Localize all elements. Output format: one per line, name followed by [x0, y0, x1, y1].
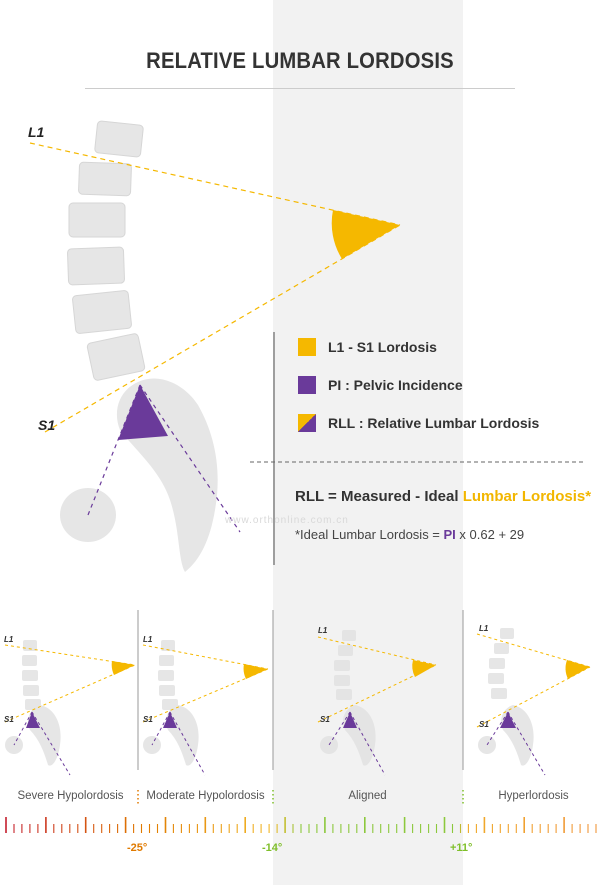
pelvic-incidence-wedge	[118, 385, 168, 440]
mini-l1-label-1: L1	[4, 635, 14, 644]
legend-label: PI : Pelvic Incidence	[328, 377, 463, 393]
mini-s1-label-1: S1	[4, 715, 14, 724]
s1-label: S1	[38, 417, 55, 433]
page-title: RELATIVE LUMBAR LORDOSIS	[146, 48, 454, 73]
category-hyperlordosis: Hyperlordosis	[498, 790, 569, 802]
legend-item-rll: RLL : Relative Lumbar Lordosis	[298, 414, 539, 432]
femoral-head	[60, 488, 116, 542]
title-divider	[85, 88, 515, 89]
vertebra-l4	[67, 246, 125, 286]
mini-l1-label-2: L1	[143, 635, 153, 644]
vertebra-s1	[86, 333, 146, 381]
category-severe-hypolordosis: Severe Hypolordosis	[17, 790, 124, 802]
vertebrae	[67, 120, 146, 381]
legend-label: L1 - S1 Lordosis	[328, 339, 437, 355]
lordosis-scale-ruler	[5, 817, 597, 833]
lordosis-angle-wedge	[331, 210, 400, 259]
vertebra-l1	[94, 120, 144, 158]
mini-l1-label-4: L1	[479, 624, 489, 633]
legend-item-pelvic-incidence: PI : Pelvic Incidence	[298, 376, 463, 394]
threshold-minus-25: -25°	[127, 842, 148, 854]
ideal-suffix: x 0.62 + 29	[455, 527, 525, 542]
category-moderate-hypolordosis: Moderate Hypolordosis	[146, 790, 265, 802]
mini-l1-label-3: L1	[318, 626, 328, 635]
formula-prefix: RLL = Measured - Ideal	[295, 488, 463, 505]
rll-formula: RLL = Measured - Ideal Lumbar Lordosis*	[295, 488, 591, 505]
mini-s1-label-2: S1	[143, 715, 153, 724]
mini-s1-label-4: S1	[479, 720, 489, 729]
legend-item-lordosis: L1 - S1 Lordosis	[298, 338, 437, 356]
s1-endplate-line	[44, 224, 401, 433]
pi-perpendicular-line	[139, 384, 241, 533]
split-swatch	[298, 414, 316, 432]
mini-diagram-moderate	[142, 640, 269, 776]
orange-swatch	[298, 338, 316, 356]
threshold-plus-11: +11°	[450, 842, 473, 854]
vertebra-l3	[68, 202, 126, 238]
purple-swatch	[298, 376, 316, 394]
ideal-pi: PI	[443, 527, 456, 542]
legend-label: RLL : Relative Lumbar Lordosis	[328, 415, 540, 431]
vertebra-l2	[78, 161, 132, 197]
mini-diagram-aligned	[317, 630, 437, 776]
mini-diagram-hyper	[476, 628, 591, 776]
threshold-minus-14: -14°	[262, 842, 283, 854]
watermark: www.orthonline.com.cn	[225, 515, 349, 526]
l1-label: L1	[28, 124, 45, 140]
vertebra-l5	[72, 290, 132, 334]
mini-diagram-severe	[4, 640, 136, 776]
category-aligned: Aligned	[348, 790, 387, 802]
ideal-lordosis-formula: *Ideal Lumbar Lordosis = PI x 0.62 + 29	[295, 527, 524, 542]
mini-s1-label-3: S1	[320, 715, 330, 724]
ideal-prefix: *Ideal Lumbar Lordosis =	[295, 527, 444, 542]
formula-highlight: Lumbar Lordosis*	[462, 488, 592, 505]
